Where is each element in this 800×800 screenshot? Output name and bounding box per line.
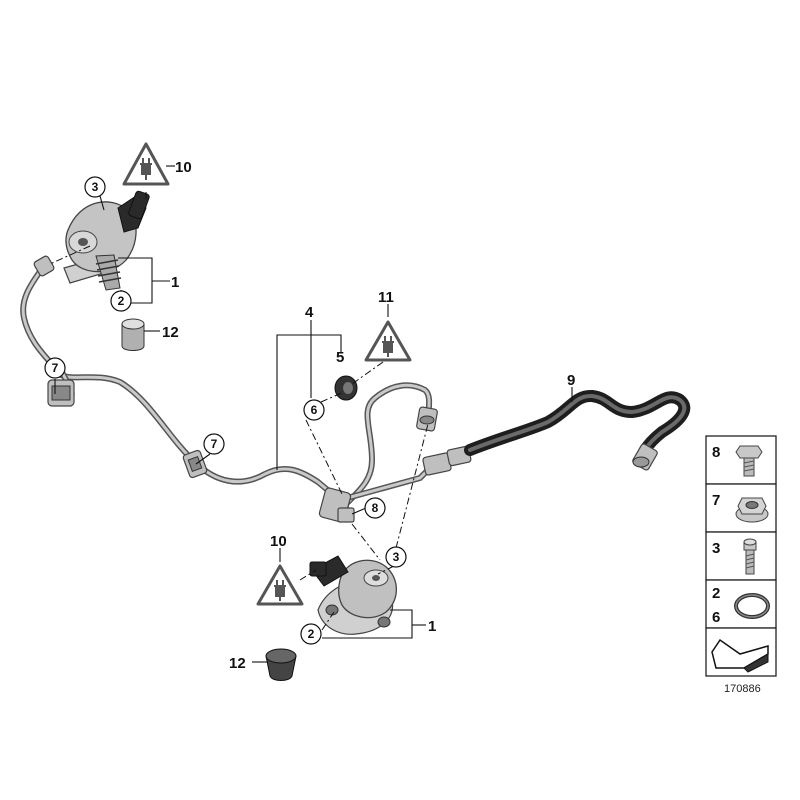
screw-icon <box>743 538 757 575</box>
svg-text:2: 2 <box>118 294 125 308</box>
callout-12-bottom: 12 <box>229 655 246 672</box>
callout-1-top: 1 <box>171 274 179 291</box>
callout-2-bottom: 2 <box>300 623 322 645</box>
callout-7-middle: 7 <box>203 433 225 455</box>
fuel-hose <box>464 390 691 471</box>
tappet-bottom <box>265 648 297 681</box>
flange-nut-icon <box>735 497 769 523</box>
svg-text:3: 3 <box>712 540 720 557</box>
callout-2-top: 2 <box>110 290 132 312</box>
key-box-direction <box>705 627 777 677</box>
key-box-8: 8 <box>705 435 777 485</box>
tappet-top <box>121 318 145 351</box>
warning-triangle-bottom <box>256 564 304 606</box>
callout-3-top: 3 <box>84 176 106 198</box>
svg-text:7: 7 <box>211 437 218 451</box>
diagram-number: 170886 <box>724 683 761 695</box>
callout-8: 8 <box>364 497 386 519</box>
svg-text:3: 3 <box>92 180 99 194</box>
leader-lines <box>49 165 573 663</box>
steel-fuel-line <box>20 263 435 509</box>
svg-text:3: 3 <box>393 550 400 564</box>
svg-text:7: 7 <box>52 361 59 375</box>
callout-12-top: 12 <box>162 324 179 341</box>
warning-triangle-top <box>122 142 170 186</box>
electrical-connector-icon <box>382 336 394 357</box>
key-panel: 8 7 3 <box>705 435 777 677</box>
callout-9: 9 <box>567 372 575 389</box>
callout-10-top: 10 <box>175 159 192 176</box>
key-box-3: 3 <box>705 531 777 581</box>
high-pressure-pump-top <box>63 190 150 291</box>
high-pressure-pump-bottom <box>309 555 398 635</box>
svg-text:2: 2 <box>308 627 315 641</box>
callout-4: 4 <box>305 304 314 321</box>
callout-1-bottom: 1 <box>428 618 436 635</box>
electrical-connector-icon <box>274 580 286 601</box>
callout-11: 11 <box>378 289 394 306</box>
hex-bolt-icon <box>735 445 763 477</box>
key-box-2-6: 2 6 <box>705 579 777 629</box>
electrical-connector-icon <box>140 158 152 180</box>
key-box-7: 7 <box>705 483 777 533</box>
svg-text:8: 8 <box>372 501 379 515</box>
svg-text:6: 6 <box>712 609 720 626</box>
callout-3-bottom: 3 <box>385 546 407 568</box>
callout-labels: 3 2 7 7 6 8 3 2 10 1 <box>44 159 575 672</box>
svg-text:2: 2 <box>712 585 720 602</box>
direction-arrow-icon <box>711 638 769 673</box>
callout-6: 6 <box>303 399 325 421</box>
svg-text:6: 6 <box>311 403 318 417</box>
callout-7-left: 7 <box>44 357 66 379</box>
line-clips <box>47 379 208 479</box>
svg-text:8: 8 <box>712 444 720 461</box>
pressure-sensor <box>334 375 358 401</box>
svg-text:7: 7 <box>712 492 720 509</box>
warning-triangle-middle <box>364 320 412 362</box>
callout-10-bottom: 10 <box>270 533 287 550</box>
o-ring-icon <box>734 593 770 619</box>
callout-5: 5 <box>336 349 344 366</box>
